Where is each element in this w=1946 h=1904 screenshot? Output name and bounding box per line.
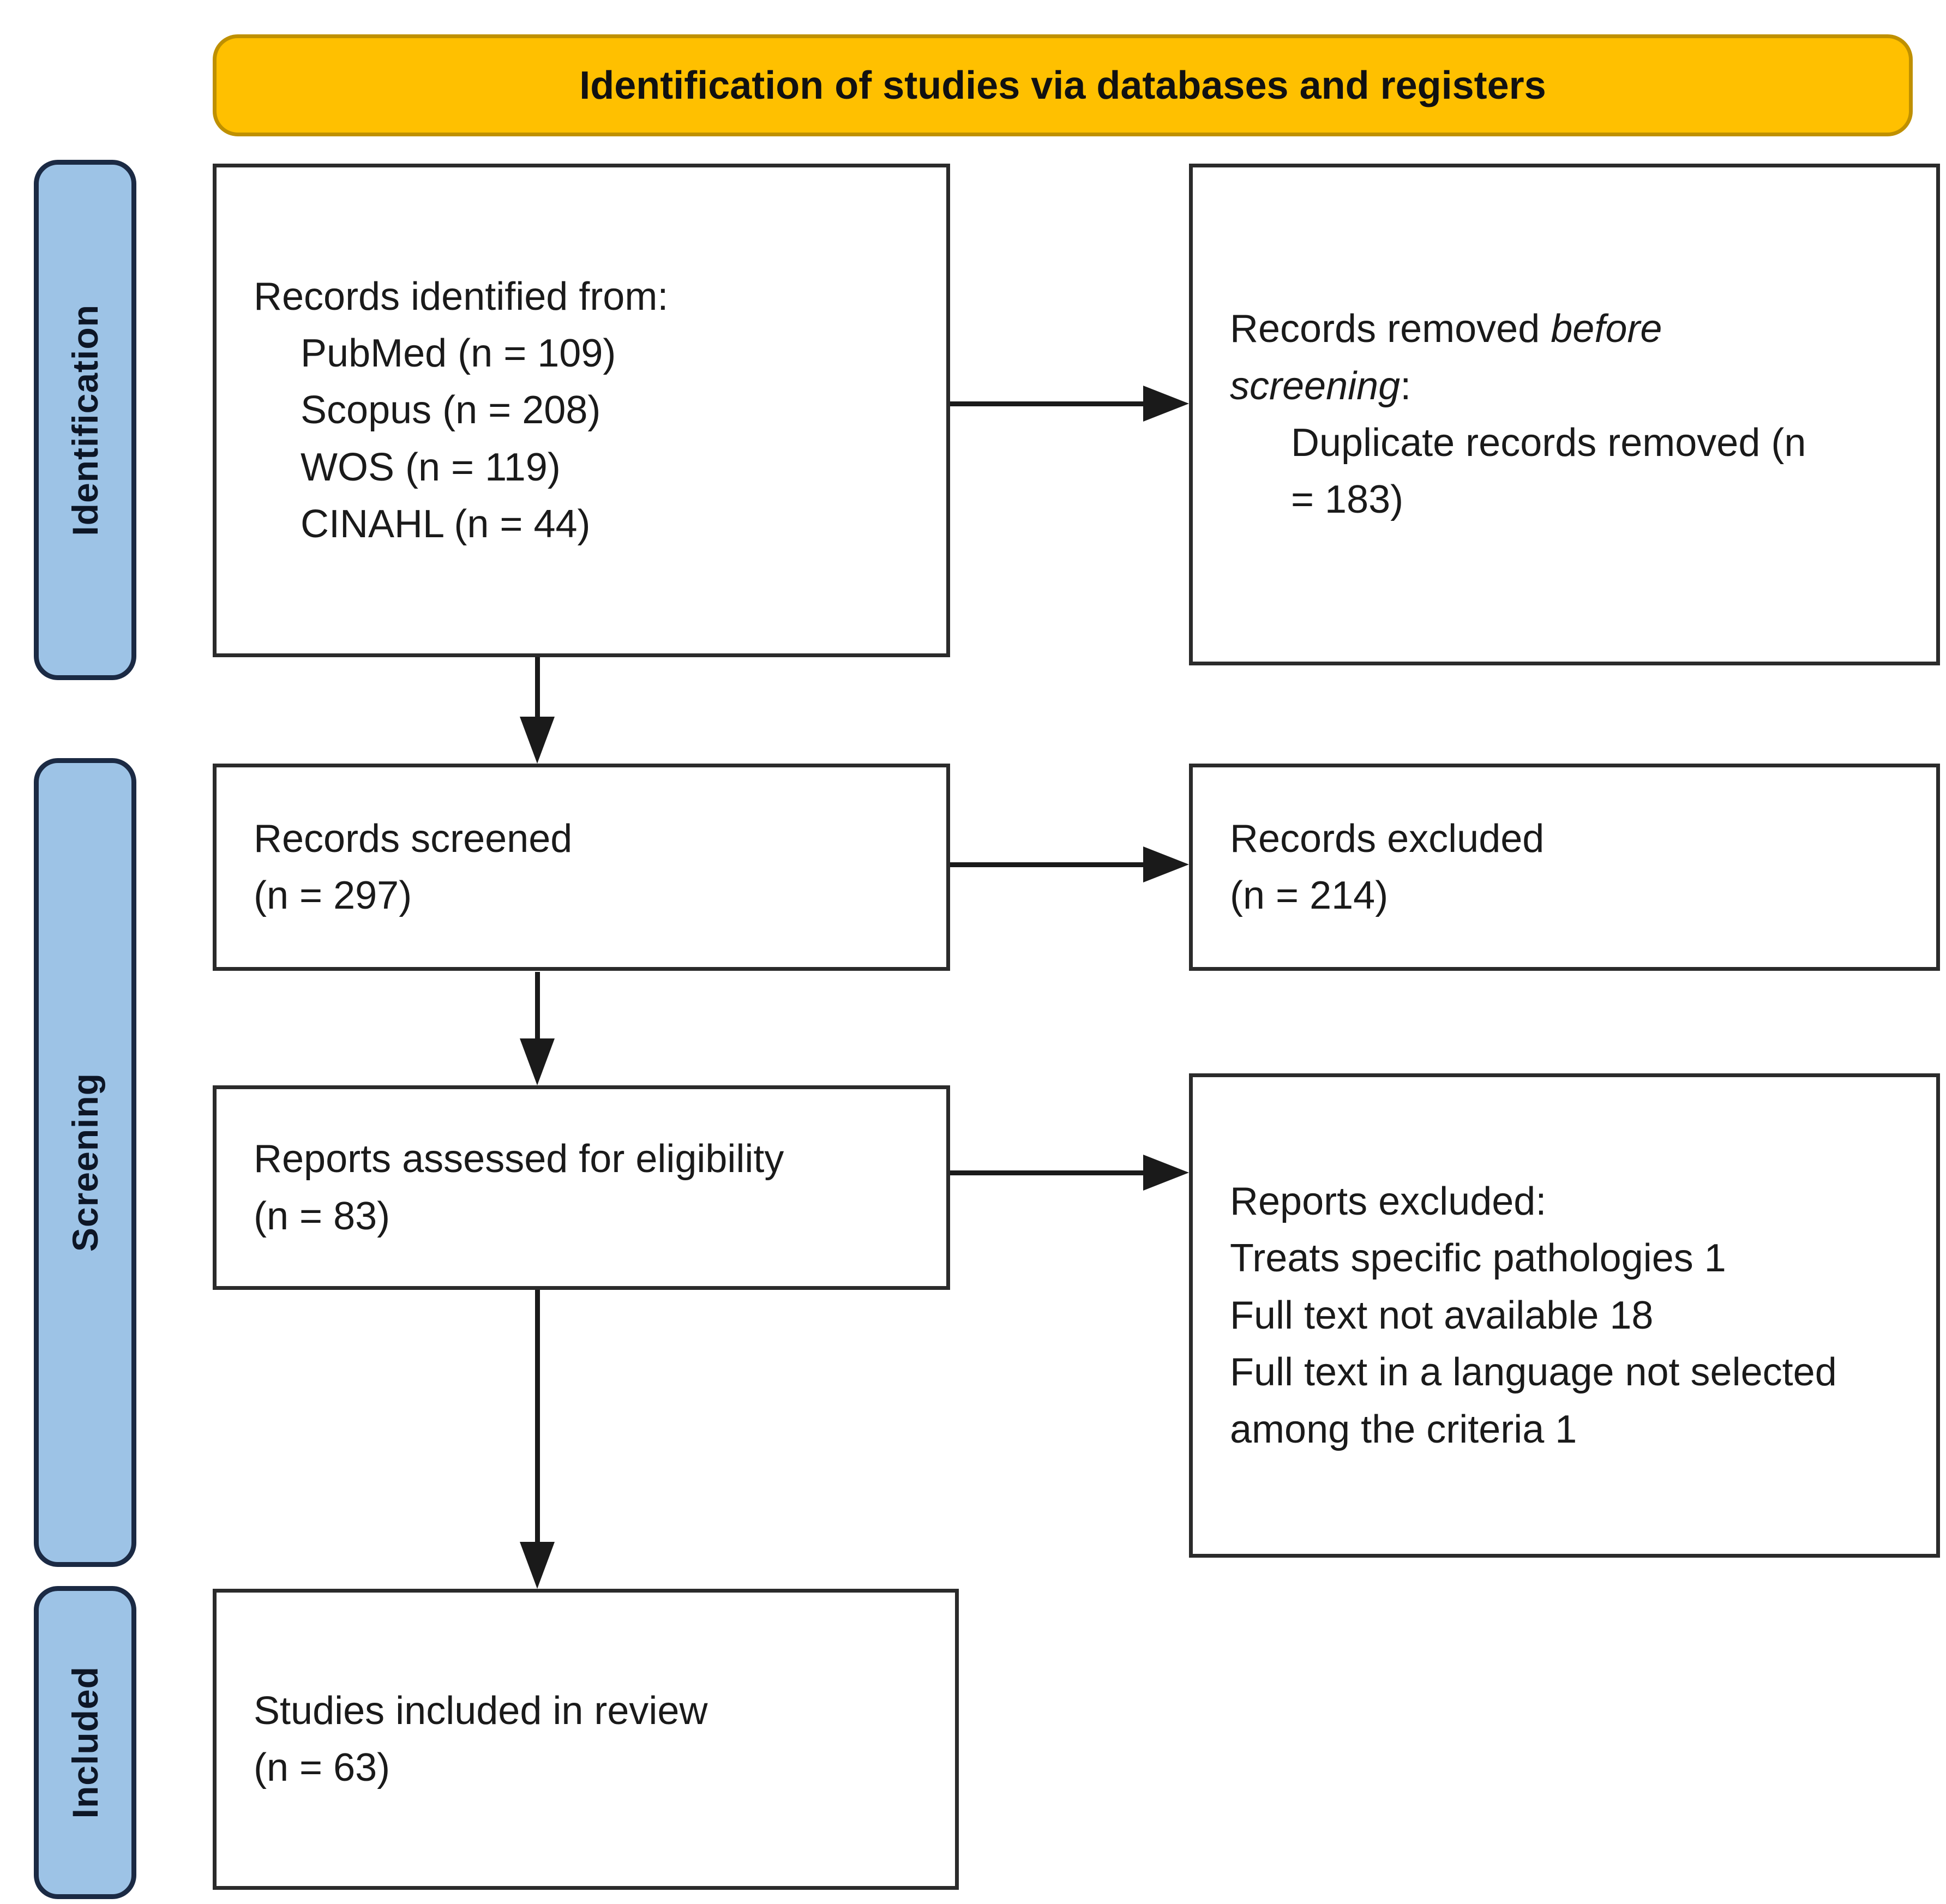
box-count: (n = 83) — [254, 1194, 391, 1238]
stage-label-screening: Screening — [34, 758, 136, 1567]
arrow-screened-to-excluded — [950, 846, 1189, 882]
exclusion-reason: Full text in a language not selected amo… — [1230, 1350, 1837, 1451]
box-reports-excluded: Reports excluded: Treats specific pathol… — [1189, 1073, 1940, 1558]
arrow-screened-to-assessed — [520, 972, 555, 1085]
box-line: Records screened — [254, 816, 573, 861]
arrow-down-head — [520, 1038, 555, 1085]
box-studies-included: Studies included in review (n = 63) — [213, 1589, 959, 1890]
duplicates-removed-line: Duplicate records removed (n = 183) — [1291, 421, 1806, 522]
arrow-shaft — [534, 657, 540, 717]
arrow-shaft — [534, 972, 540, 1038]
arrow-down-head — [520, 1542, 555, 1589]
box-records-excluded: Records excluded (n = 214) — [1189, 764, 1940, 971]
title-banner: Identification of studies via databases … — [213, 34, 1913, 136]
box-line: Studies included in review — [254, 1689, 708, 1733]
source-scopus: Scopus (n = 208) — [301, 388, 601, 433]
arrow-assessed-to-included — [520, 1290, 555, 1589]
source-pubmed: PubMed (n = 109) — [301, 331, 616, 375]
arrow-shaft — [950, 401, 1143, 406]
box-heading: Reports excluded: — [1230, 1180, 1547, 1224]
arrow-identified-to-screened — [520, 657, 555, 764]
box-heading: Records removed before screening: — [1230, 301, 1710, 415]
arrow-shaft — [534, 1290, 540, 1542]
box-records-removed: Records removed before screening: Duplic… — [1189, 164, 1940, 665]
box-records-screened: Records screened (n = 297) — [213, 764, 950, 971]
box-line: Reports assessed for eligibility — [254, 1137, 784, 1181]
arrow-shaft — [950, 862, 1143, 867]
heading-italic: before screening — [1230, 307, 1662, 408]
exclusion-reason: Treats specific pathologies 1 — [1230, 1236, 1726, 1281]
stage-label-identification: Identification — [34, 160, 136, 680]
source-cinahl: CINAHL (n = 44) — [301, 502, 591, 546]
box-records-identified: Records identified from: PubMed (n = 109… — [213, 164, 950, 657]
box-count: (n = 297) — [254, 874, 412, 917]
stage-label-included: Included — [34, 1586, 136, 1899]
diagram-title: Identification of studies via databases … — [579, 63, 1546, 107]
stage-label-identification-text: Identification — [65, 304, 105, 536]
arrow-identified-to-removed — [950, 386, 1189, 422]
source-wos: WOS (n = 119) — [301, 445, 561, 489]
arrow-shaft — [950, 1170, 1143, 1175]
arrow-right-head — [1143, 1155, 1189, 1191]
heading-suffix: : — [1400, 364, 1412, 408]
exclusion-reason: Full text not available 18 — [1230, 1293, 1654, 1337]
box-line: Records excluded — [1230, 816, 1545, 861]
stage-label-screening-text: Screening — [65, 1073, 105, 1252]
box-count: (n = 63) — [254, 1746, 391, 1789]
arrow-right-head — [1143, 386, 1189, 422]
stage-label-included-text: Included — [65, 1666, 105, 1819]
box-count: (n = 214) — [1230, 874, 1389, 917]
heading-prefix: Records removed — [1230, 307, 1551, 351]
arrow-right-head — [1143, 846, 1189, 882]
arrow-down-head — [520, 717, 555, 764]
box-heading: Records identified from: — [254, 274, 669, 319]
arrow-assessed-to-reports-excluded — [950, 1155, 1189, 1191]
box-reports-assessed: Reports assessed for eligibility (n = 83… — [213, 1085, 950, 1290]
